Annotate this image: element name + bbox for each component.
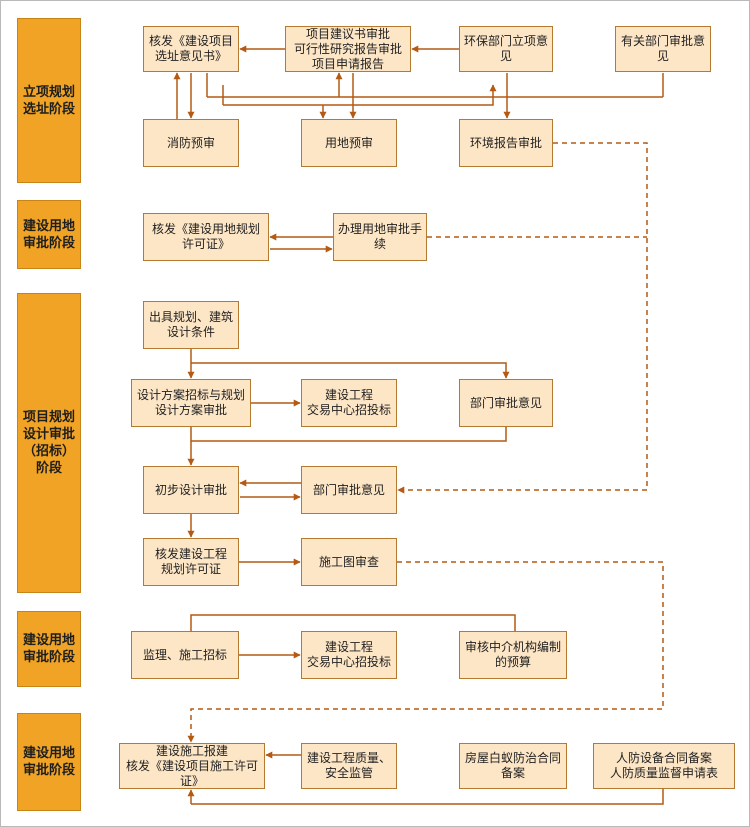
engineering-planning-permit-node: 核发建设工程 规划许可证 xyxy=(143,538,239,586)
quality-safety-supervision-node: 建设工程质量、 安全监管 xyxy=(301,743,397,789)
environmental-report-approval-node: 环境报告审批 xyxy=(459,119,553,167)
budget-review-node: 审核中介机构编制 的预算 xyxy=(459,631,567,679)
line-bottom-bus xyxy=(191,789,664,805)
trading-center-bidding-node: 建设工程 交易中心招投标 xyxy=(301,379,397,427)
project-proposal-approval-node: 项目建议书审批 可行性研究报告审批 项目申请报告 xyxy=(285,26,411,72)
environmental-project-opinion-node: 环保部门立项意 见 xyxy=(459,26,553,72)
stage-label-project-siting: 立项规划 选址阶段 xyxy=(17,18,81,183)
related-department-opinion-node: 有关部门审批意 见 xyxy=(615,26,711,72)
department-opinion-node-1: 部门审批意见 xyxy=(459,379,553,427)
land-approval-procedure-node: 办理用地审批手 续 xyxy=(333,213,427,261)
department-opinion-node-2: 部门审批意见 xyxy=(301,466,397,514)
stage-label-land-approval-3: 建设用地 审批阶段 xyxy=(17,713,81,811)
line-bus-to-env xyxy=(323,84,497,106)
trading-center-bidding-node-2: 建设工程 交易中心招投标 xyxy=(301,631,397,679)
dashed-env-report-to-pre-design xyxy=(397,142,648,494)
siting-opinion-issue-node: 核发《建设项目 选址意见书》 xyxy=(143,26,239,72)
line-loop-left xyxy=(190,427,507,442)
stage-label-land-approval: 建设用地 审批阶段 xyxy=(17,200,81,269)
civil-defense-filing-node: 人防设备合同备案 人防质量监督申请表 xyxy=(593,743,735,789)
land-planning-permit-issue-node: 核发《建设用地规划 许可证》 xyxy=(143,213,269,261)
design-scheme-bidding-node: 设计方案招标与规划 设计方案审批 xyxy=(131,379,251,427)
termite-contract-filing-node: 房屋白蚁防治合同 备案 xyxy=(459,743,567,789)
line-bidding-top xyxy=(190,614,516,631)
land-pre-review-node: 用地预审 xyxy=(301,119,397,167)
construction-drawing-review-node: 施工图审查 xyxy=(301,538,397,586)
supervision-construction-bidding-node: 监理、施工招标 xyxy=(131,631,239,679)
planning-design-conditions-node: 出具规划、建筑 设计条件 xyxy=(143,301,239,349)
stage-label-design-approval: 项目规划 设计审批 （招标） 阶段 xyxy=(17,293,81,593)
line-design-split xyxy=(191,362,510,379)
preliminary-design-approval-node: 初步设计审批 xyxy=(143,466,239,514)
stage-label-land-approval-2: 建设用地 审批阶段 xyxy=(17,611,81,687)
construction-permit-issue-node: 建设施工报建 核发《建设项目施工许可 证》 xyxy=(119,743,265,789)
dashed-drawing-to-construction xyxy=(187,561,664,743)
fire-pre-review-node: 消防预审 xyxy=(143,119,239,167)
